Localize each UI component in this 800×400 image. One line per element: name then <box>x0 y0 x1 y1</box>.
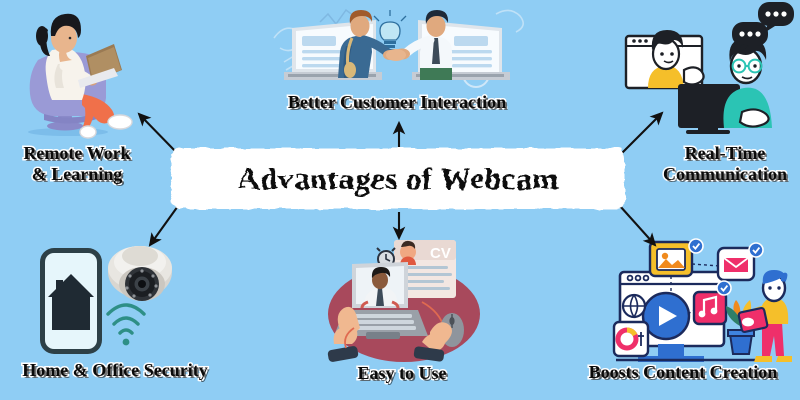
arrow-up-left <box>137 112 179 155</box>
woman-in-armchair-with-laptop-icon <box>8 2 158 140</box>
title-card: Advantages of Webcam <box>173 150 623 207</box>
video-call-two-men-monitor-icon <box>612 0 800 134</box>
label-remote-work-text: Remote Work & Learning <box>22 142 132 185</box>
label-easy-to-use: Easy to Use <box>322 362 482 385</box>
label-boosts-content-creation-text: Boosts Content Creation <box>587 361 779 384</box>
arrow-down-left <box>148 205 179 247</box>
laptop-video-interview-cv-hands-mouse-icon: CV <box>318 232 490 364</box>
label-home-office-security-text: Home & Office Security <box>21 359 209 382</box>
label-customer-interaction: Better Customer Interaction <box>252 91 542 114</box>
label-customer-interaction-text: Better Customer Interaction <box>286 91 507 114</box>
page-title: Advantages of Webcam <box>237 160 559 196</box>
label-real-time-communication-text: Real-Time Communication <box>661 142 788 185</box>
smartphone-house-cctv-dome-wifi-icon <box>22 232 200 358</box>
label-remote-work: Remote Work & Learning <box>2 142 152 185</box>
label-home-office-security: Home & Office Security <box>0 359 230 382</box>
monitor-play-button-media-cards-creator-icon <box>596 230 792 364</box>
label-real-time-communication: Real-Time Communication <box>650 142 800 185</box>
arrow-down-right <box>619 205 657 247</box>
svg-text:CV: CV <box>430 245 451 262</box>
two-men-handshake-through-laptops-icon <box>268 0 526 92</box>
label-easy-to-use-text: Easy to Use <box>356 362 448 385</box>
label-boosts-content-creation: Boosts Content Creation <box>566 361 800 384</box>
arrow-up-right <box>619 111 664 156</box>
